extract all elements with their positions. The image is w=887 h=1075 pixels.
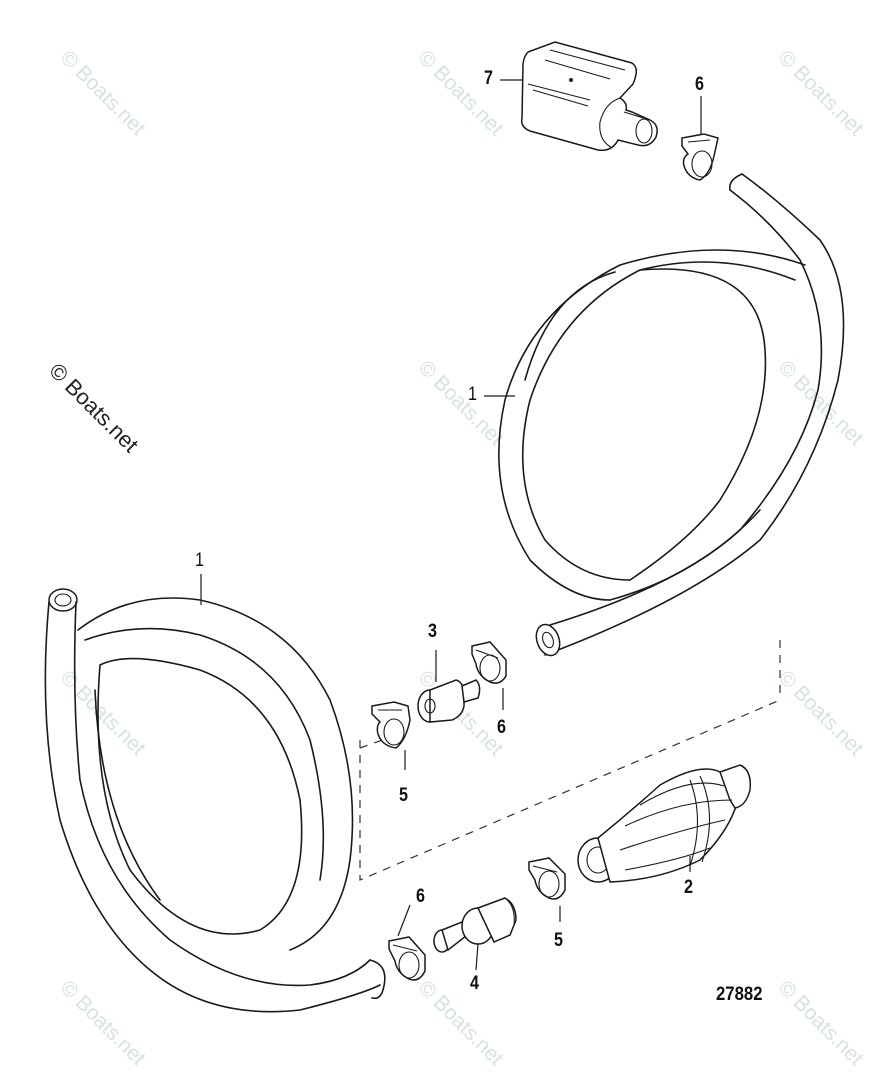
hose-clamp[interactable] [388, 936, 426, 981]
primer-bulb[interactable] [577, 764, 752, 883]
hose-clamp[interactable] [528, 857, 566, 900]
hose-clamp[interactable] [371, 701, 411, 749]
callout-6[interactable]: 6 [497, 717, 506, 738]
fuel-connector-fitting[interactable] [417, 679, 481, 723]
callout-4[interactable]: 4 [470, 973, 479, 994]
callout-6[interactable]: 6 [695, 74, 704, 95]
hose-fitting[interactable] [433, 897, 517, 953]
fuel-hose-upper[interactable] [498, 173, 845, 659]
fuel-hose-lower[interactable] [44, 588, 386, 1013]
callout-6[interactable]: 6 [416, 886, 425, 907]
callout-1[interactable]: 1 [468, 384, 477, 405]
callout-5[interactable]: 5 [554, 930, 563, 951]
hose-clamp[interactable] [681, 133, 719, 181]
callout-3[interactable]: 3 [428, 621, 437, 642]
figure-number: 27882 [716, 984, 763, 1005]
callout-1[interactable]: 1 [195, 550, 204, 571]
callout-7[interactable]: 7 [484, 68, 493, 89]
assembly-guide-line [359, 699, 781, 881]
callout-5[interactable]: 5 [399, 785, 408, 806]
hose-clamp[interactable] [471, 641, 507, 684]
engine-fuel-connector[interactable] [520, 41, 658, 152]
callout-2[interactable]: 2 [684, 877, 693, 898]
